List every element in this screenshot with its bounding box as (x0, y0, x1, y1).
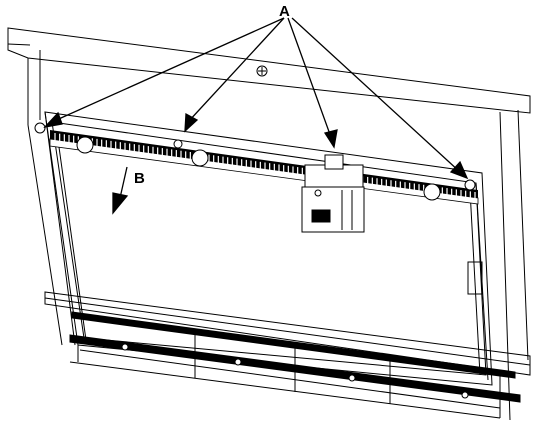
latch-bracket (301, 154, 365, 233)
cover-screw-icon (256, 65, 268, 77)
callout-label-a: A (279, 3, 290, 20)
serrated-top-strip (49, 130, 479, 205)
mounting-screw-icon (34, 122, 476, 191)
callout-label-b: B (134, 170, 145, 187)
callout-a-leaders (43, 17, 469, 180)
top-cover-panel (7, 27, 531, 421)
strip-bosses (76, 136, 441, 201)
callout-b-arrow (112, 166, 129, 215)
bottom-rail-assembly (44, 291, 531, 419)
bottom-screw-icon (121, 343, 469, 399)
